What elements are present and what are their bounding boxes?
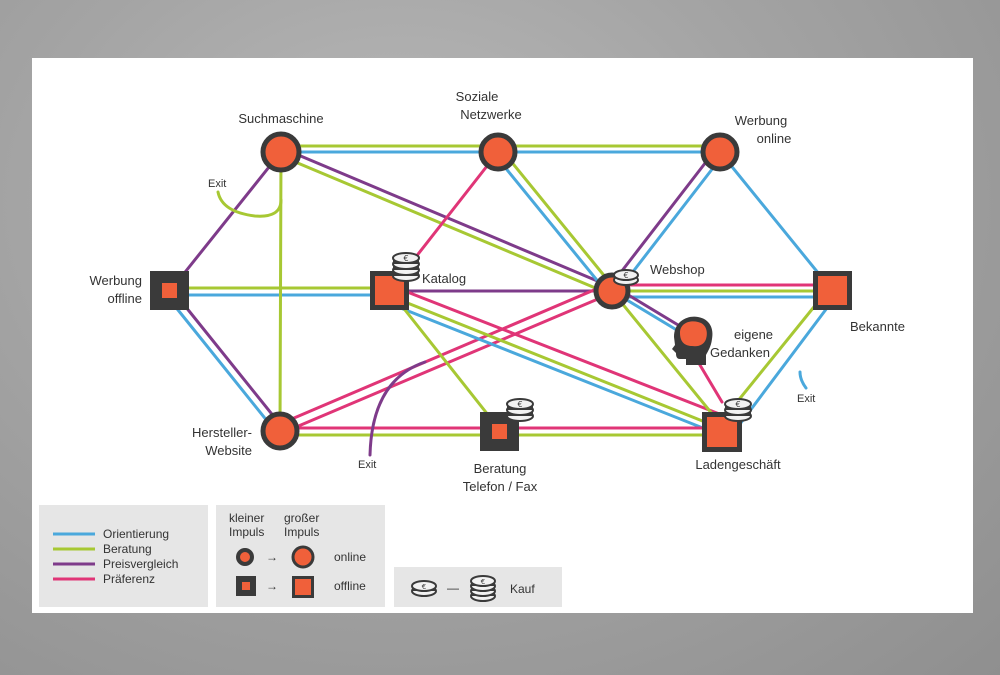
edge-werbungonline-bekannte-orientierung	[718, 150, 834, 292]
label-exit-suchmaschine: Exit	[208, 178, 226, 190]
legend-single-coin-icon: €	[411, 580, 437, 597]
edge-soziale-webshop-orientierung	[493, 153, 611, 297]
node-bekannte	[813, 271, 852, 310]
label-webshop: Webshop	[650, 262, 705, 277]
label-bekannte: Bekannte	[850, 319, 905, 334]
nodes: € € € €	[150, 131, 852, 452]
node-werbung-offline	[150, 271, 189, 310]
coin-stack-icon-ladengeschaeft: €	[724, 398, 752, 422]
svg-text:€: €	[623, 271, 628, 280]
legend-large-impulse-line2: Impuls	[284, 525, 319, 539]
exit-curve-suchmaschine	[216, 190, 283, 218]
label-katalog: Katalog	[422, 271, 466, 286]
label-exit-bekannte: Exit	[797, 393, 815, 405]
node-beratung-telefon	[480, 412, 519, 451]
legend-small-online-icon	[236, 548, 254, 566]
legend-label-preisvergleich: Preisvergleich	[103, 557, 178, 571]
legend-kauf-label: Kauf	[510, 582, 535, 596]
svg-text:€: €	[735, 400, 740, 409]
label-hersteller-line1: Hersteller-	[192, 425, 252, 440]
node-labels: Suchmaschine Soziale Netzwerke Werbung o…	[89, 89, 904, 494]
edge-suchmaschine-webshop-preis	[282, 147, 616, 290]
node-werbung-online	[700, 132, 740, 172]
legend-lines: Orientierung Beratung Preisvergleich Prä…	[39, 505, 208, 607]
node-suchmaschine	[260, 131, 302, 173]
label-soziale-line1: Soziale	[456, 89, 499, 104]
edge-soziale-webshop-beratung	[499, 147, 617, 291]
legend-large-offline-icon	[292, 576, 314, 598]
svg-text:€: €	[422, 583, 426, 591]
legend-large-impulse-line1: großer	[284, 511, 319, 525]
legend-coin-stack-icon: €	[470, 575, 496, 602]
coin-stack-icon-beratung: €	[506, 398, 534, 422]
node-ladengeschaeft	[702, 412, 742, 452]
exit-curve-hersteller	[368, 360, 427, 457]
head-brain-icon	[672, 316, 713, 365]
legend-label-praeferenz: Präferenz	[103, 572, 155, 586]
svg-text:€: €	[517, 400, 522, 409]
svg-text:€: €	[403, 254, 408, 263]
label-eigene: eigene	[734, 327, 773, 342]
edge-webshop-laden-beratung	[610, 289, 724, 428]
edge-katalog-beratung-beratung	[388, 289, 502, 432]
edge-katalog-laden-orientierung	[386, 301, 720, 436]
label-werbung-online-line2: online	[757, 131, 792, 146]
edge-katalog-laden-beratung	[388, 294, 722, 430]
legend-label-beratung: Beratung	[103, 542, 152, 556]
coin-icon-webshop: €	[613, 269, 639, 286]
label-werbung-offline-line2: offline	[108, 291, 142, 306]
node-hersteller-website	[260, 411, 300, 451]
legend-offline-label: offline	[334, 579, 366, 593]
label-hersteller-line2: Website	[205, 443, 252, 458]
legend-small-impulse-line2: Impuls	[229, 525, 264, 539]
legend-arrow-online: →	[266, 550, 278, 564]
label-gedanken: Gedanken	[710, 345, 770, 360]
legend-large-online-icon	[291, 545, 315, 569]
legend-label-orientierung: Orientierung	[103, 527, 169, 541]
edge-werbungoffline-hersteller-orientierung	[164, 293, 278, 434]
label-suchmaschine: Suchmaschine	[238, 111, 323, 126]
label-werbung-offline-line1: Werbung	[89, 273, 142, 288]
label-soziale-line2: Netzwerke	[460, 107, 521, 122]
label-beratung-line1: Beratung	[474, 461, 527, 476]
legend-arrow-offline: →	[266, 579, 278, 593]
node-soziale-netzwerke	[478, 132, 518, 172]
legend-kauf: € — € Kauf	[394, 567, 562, 607]
edge-hersteller-webshop-praeferenz-a	[278, 282, 610, 426]
label-beratung-line2: Telefon / Fax	[463, 479, 538, 494]
label-exit-hersteller: Exit	[358, 459, 376, 471]
legend-small-impulse-line1: kleiner	[229, 511, 264, 525]
edge-werbungoffline-hersteller-preis	[171, 289, 285, 430]
label-werbung-online-line1: Werbung	[735, 113, 788, 128]
edge-werbungoffline-suchmaschine-preis	[168, 150, 283, 293]
coin-stack-icon-katalog: €	[392, 252, 420, 282]
exit-curve-bekannte	[798, 370, 808, 390]
legend-small-offline-icon	[236, 576, 256, 596]
edge-werbungonline-webshop-preis	[606, 147, 718, 291]
edge-katalog-laden-praeferenz	[390, 284, 724, 417]
legend-kauf-dash: —	[447, 581, 459, 595]
svg-text:€: €	[481, 578, 485, 586]
label-ladengeschaeft: Ladengeschäft	[695, 457, 781, 472]
legend-online-label: online	[334, 550, 366, 564]
edge-suchmaschine-hersteller-beratung	[278, 150, 283, 434]
edge-suchmaschine-webshop-beratung	[279, 154, 614, 297]
legend-impulse: kleiner Impuls großer Impuls → online → …	[216, 505, 385, 607]
